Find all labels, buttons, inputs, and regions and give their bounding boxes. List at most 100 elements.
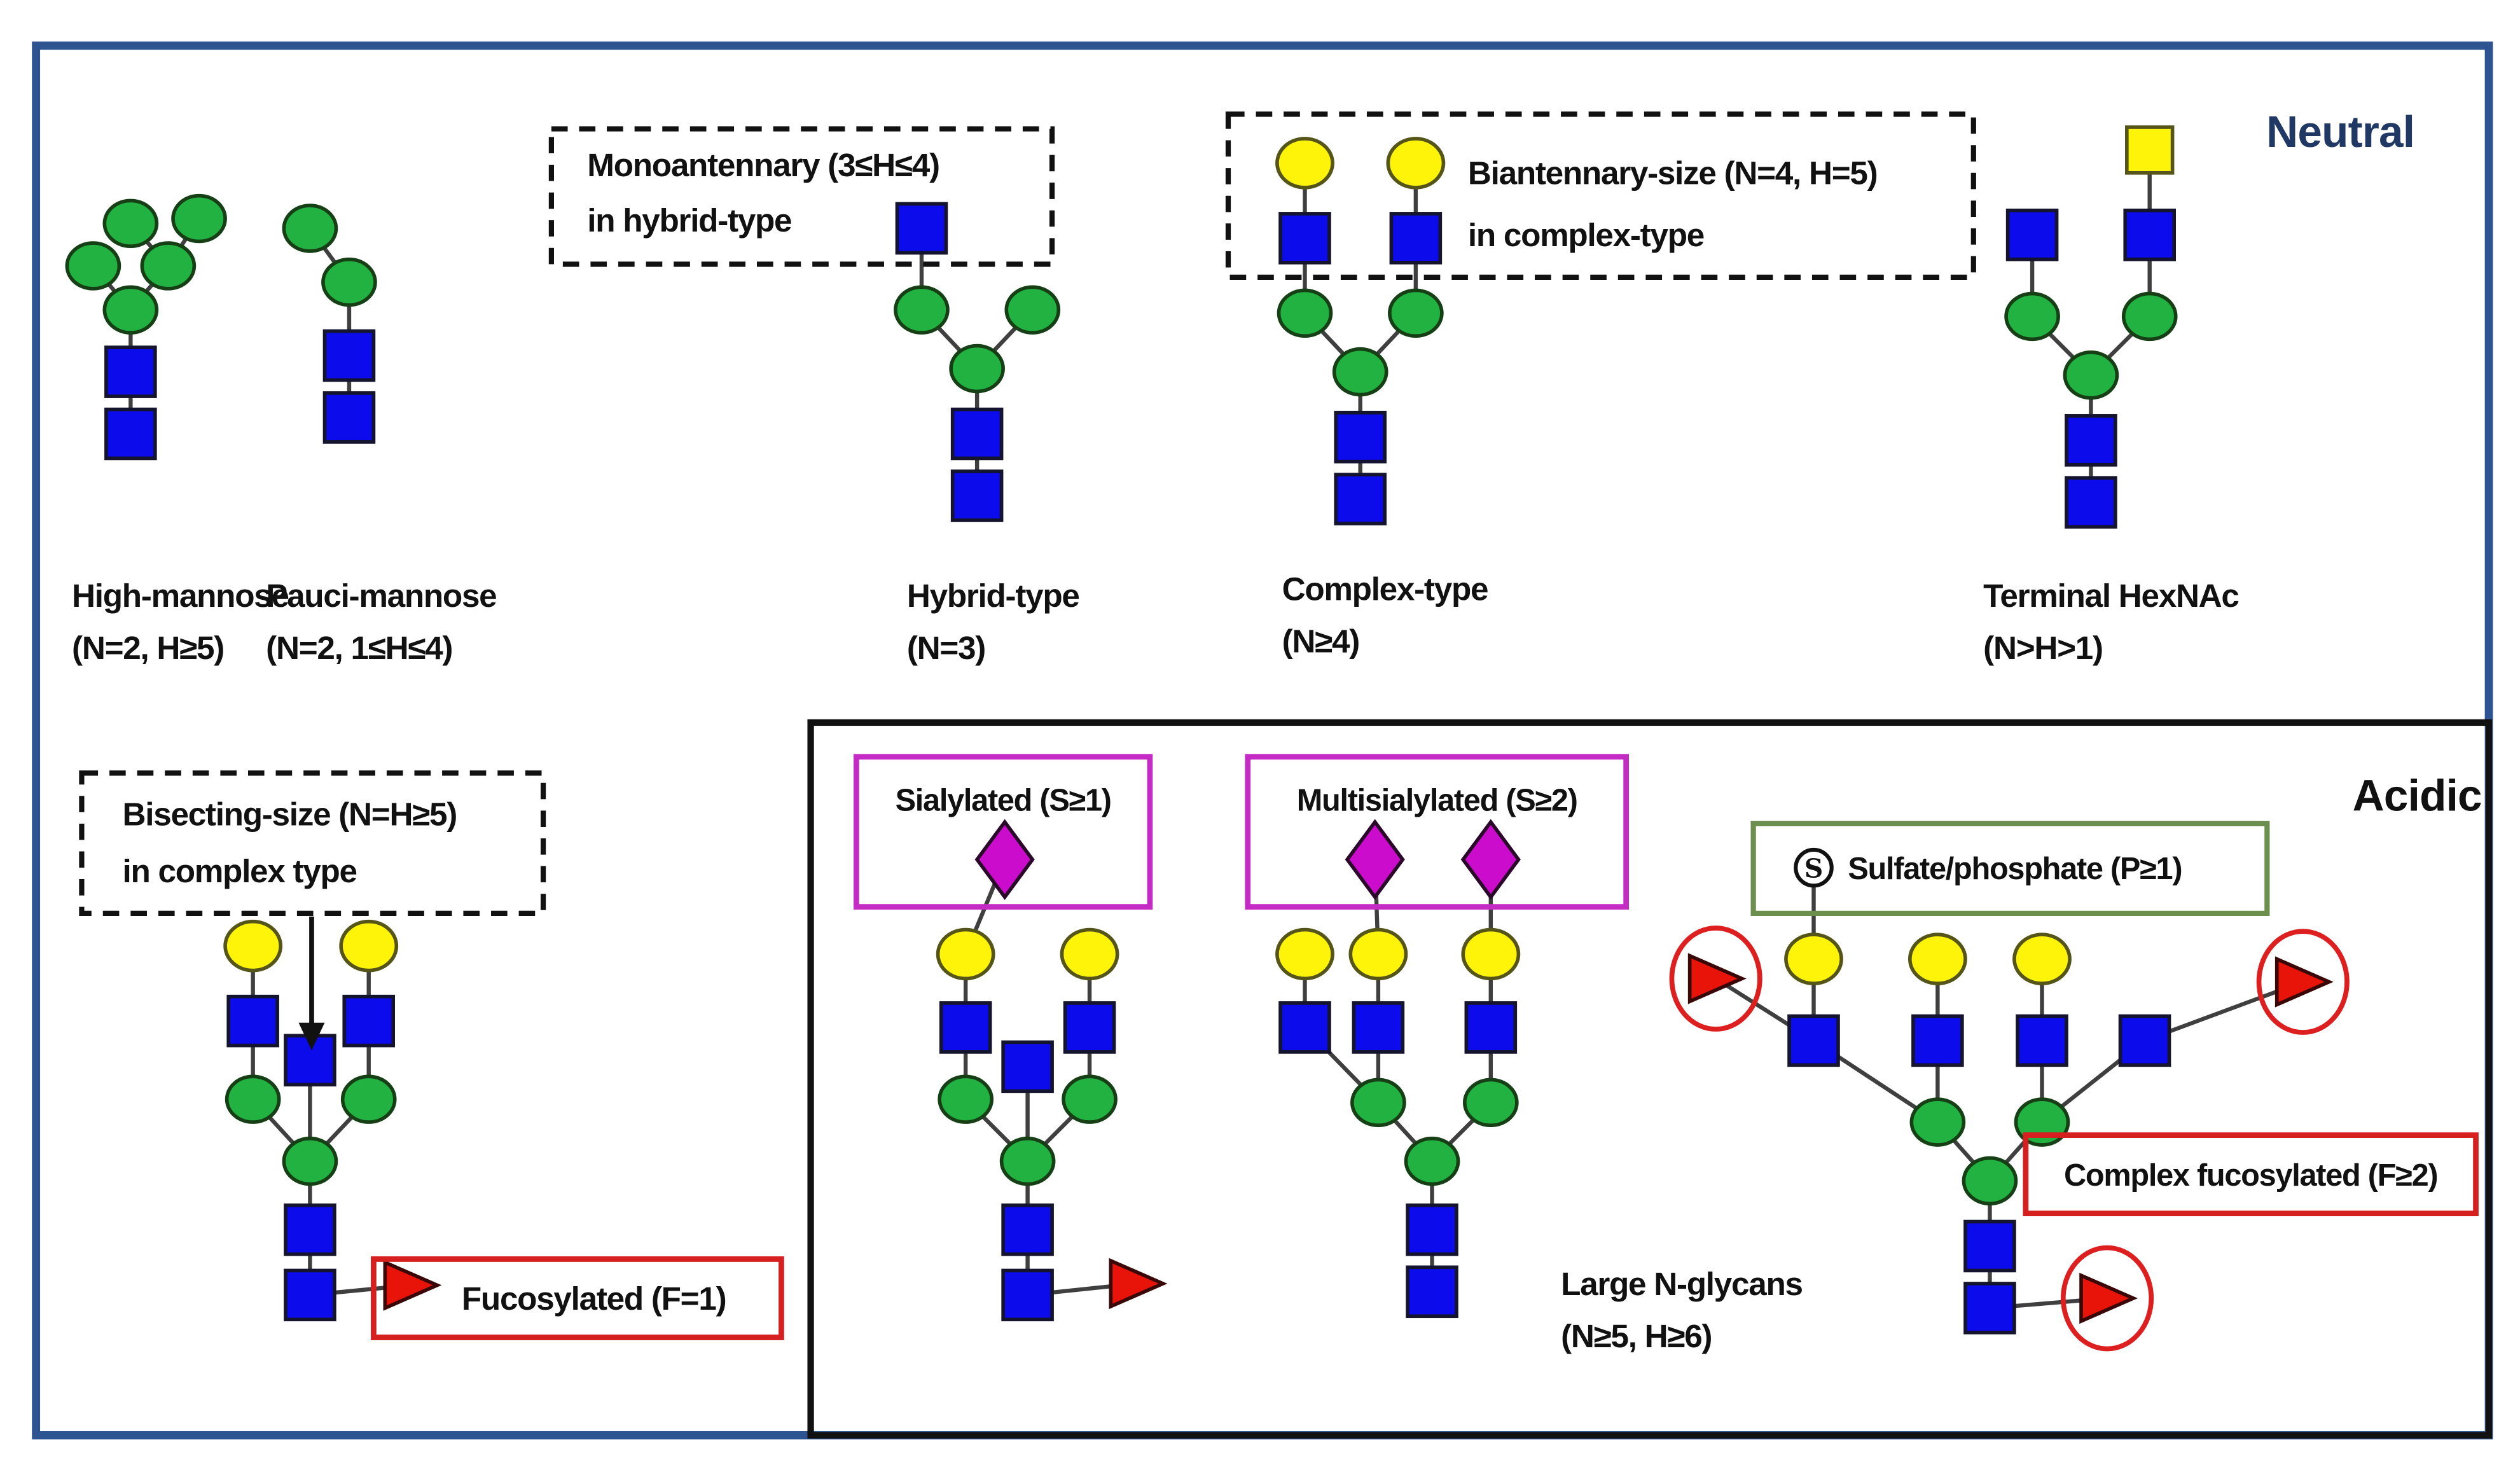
mannose-node [140,241,197,291]
glcnac-node [895,202,948,255]
glcnac-node [950,407,1004,461]
glcnac-node [104,407,157,461]
sulfate-s-glyph: S [1804,852,1824,884]
glcnac-node [1406,1203,1458,1256]
galactose-node [1907,933,1967,985]
acidic-panel-border [807,719,2493,1439]
glcnac-node [284,1203,336,1256]
mannose-node [2063,350,2119,400]
fucose-node [2079,1272,2138,1324]
glcnac-node [2118,1014,2171,1067]
mannose-node [1332,347,1388,397]
neutral-section-label: Neutral [2266,107,2414,156]
glcnac-node [1389,212,1443,265]
glcnac-node [2005,208,2059,261]
sialic-acid-node [1460,819,1521,901]
glcnac-node [322,391,376,444]
mannose-node [1062,1074,1118,1124]
galactose-node [1461,927,1521,981]
bisecting-box-text-0: Bisecting-size (N=H≥5) [123,796,457,832]
sialylated-box-text-0: Sialylated (S≥1) [896,783,1111,817]
glcnac-node [1063,1001,1116,1054]
pauci-mannose-label: (N=2, 1≤H≤4) [266,630,452,666]
monoantennary-box-text-1: in hybrid-type [587,202,791,239]
terminal-hexnac-label: Terminal HexNAc [1983,578,2239,614]
glcnac-node [2065,476,2117,529]
mannose-node [1962,1156,2018,1206]
fucose-node [1687,953,1747,1004]
mannose-node [894,285,950,335]
complex-type-label: (N≥4) [1282,623,1359,660]
mannose-node [949,343,1005,394]
fucose-node [1109,1258,1168,1310]
fucose-node [2274,956,2334,1008]
glcnac-node [939,1001,992,1054]
glcnac-node [226,994,279,1048]
neutral-panel-border [32,41,2493,1439]
mannose-node [1909,1097,1966,1147]
glcnac-node [1334,473,1387,525]
sialylated-box [854,754,1153,910]
mannose-node [171,193,227,244]
glcnac-node [322,329,376,382]
mannose-node [65,241,121,291]
glcnac-node [1963,1282,2016,1335]
mannose-node [102,285,159,335]
mannose-node [2004,291,2060,342]
glcnac-node [950,469,1004,522]
mannose-node [102,198,159,249]
glcnac-node [2016,1014,2068,1067]
mannose-node [938,1074,994,1124]
galactose-node [1275,927,1334,981]
complex-fucosylated-box [2023,1132,2479,1217]
galactose-node [1060,927,1119,981]
sulfate-phosphate-box [1750,821,2270,916]
fucosylated-box-text-0: Fucosylated (F=1) [462,1280,726,1317]
fucose-circle-outline [2060,1245,2154,1352]
glcnac-node [284,1034,336,1086]
glcnac-node [2123,208,2177,261]
galactose-node [936,927,995,981]
glcnac-node [1406,1265,1458,1319]
galactose-node [1386,137,1446,190]
mannose-node [340,1074,397,1124]
galactose-node [2012,933,2072,985]
multisialylated-box-text-0: Multisialylated (S≥2) [1297,783,1577,817]
glcnac-node [1787,1014,1840,1067]
monoantennary-box [548,126,1055,267]
fucose-circle-outline [1669,926,1762,1032]
glcnac-node [342,994,396,1048]
high-mannose-label: (N=2, H≥5) [72,630,224,666]
mannose-node [1350,1078,1406,1128]
biantennary-box-text-1: in complex-type [1468,217,1704,253]
fucose-node [383,1259,442,1311]
monoantennary-box-text-0: Monoantennary (3≤H≤4) [587,147,939,183]
mannose-node [999,1136,1056,1186]
galactose-node [339,919,399,973]
fucose-circle-outline [2256,929,2350,1035]
pauci-mannose-label: Pauci-mannose [266,578,496,614]
sialic-acid-node [1345,819,1405,901]
galactose-node [1348,927,1408,981]
glcnac-node [1001,1040,1054,1093]
hybrid-type-label: (N=3) [907,630,985,666]
mannose-node [1277,288,1333,338]
multisialylated-label: (N≥5, H≥6) [1561,1318,1712,1354]
galnac-node [2125,125,2175,175]
glcnac-node [1001,1268,1054,1322]
glcnac-node [1278,212,1331,265]
glcnac-node [284,1268,336,1322]
mannose-node [2121,291,2178,342]
galactose-node [223,919,283,973]
glcnac-node [104,345,157,398]
mannose-node [1404,1136,1460,1186]
high-mannose-label: High-mannose [72,578,289,614]
acidic-section-label: Acidic [2353,770,2482,820]
complex-fucosylated-box-text-0: Complex fucosylated (F≥2) [2064,1158,2437,1193]
biantennary-box [1225,111,1976,281]
glcnac-node [1464,1001,1518,1054]
bisecting-box [79,770,546,917]
complex-type-label: Complex-type [1282,571,1488,607]
